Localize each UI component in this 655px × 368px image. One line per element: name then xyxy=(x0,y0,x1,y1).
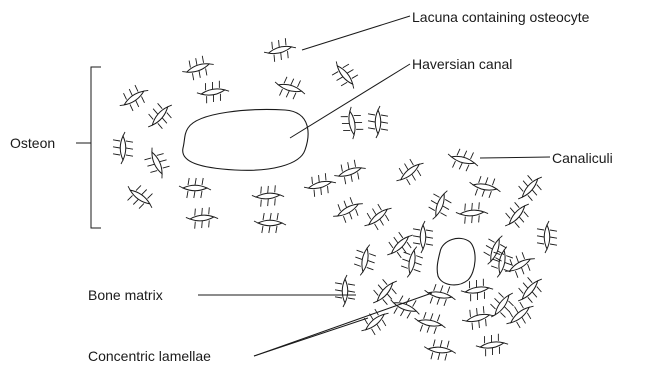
lacuna-osteocyte-3 xyxy=(115,81,153,116)
lacuna-osteocyte-45 xyxy=(460,304,496,332)
lacuna-osteocyte-30 xyxy=(537,221,557,253)
lacuna-osteocyte-25 xyxy=(455,202,489,225)
lacuna-osteocyte-35 xyxy=(501,248,539,281)
label-bone-matrix: Bone matrix xyxy=(88,287,163,303)
leader-canaliculi xyxy=(480,157,550,158)
lacuna-osteocyte-8 xyxy=(339,106,364,141)
lacuna-osteocyte-6 xyxy=(272,74,308,102)
lacuna-osteocyte-14 xyxy=(185,207,219,230)
lacuna-osteocyte-44 xyxy=(413,310,448,335)
lacuna-osteocyte-43 xyxy=(356,304,393,340)
lacuna-osteocyte-36 xyxy=(335,275,355,307)
lacuna-osteocyte-21 xyxy=(391,154,428,190)
lacuna-osteocyte-27 xyxy=(359,199,396,235)
osteon-bracket xyxy=(91,67,101,228)
haversian-canal-second xyxy=(437,238,475,285)
lacuna-osteocyte-7 xyxy=(327,56,363,93)
lacuna-osteocyte-10 xyxy=(113,132,133,164)
lacuna-osteocyte-17 xyxy=(302,171,338,199)
lacuna-osteocyte-13 xyxy=(179,178,211,198)
lacuna-osteocyte-24 xyxy=(425,187,455,224)
lacuna-osteocyte-9 xyxy=(368,106,388,138)
leader-lacuna xyxy=(302,16,410,50)
lacuna-osteocyte-19 xyxy=(329,193,367,226)
lacuna-osteocyte-11 xyxy=(141,144,173,181)
lacuna-osteocyte-48 xyxy=(475,332,510,357)
lacuna-osteocyte-2 xyxy=(180,53,217,83)
lacuna-osteocyte-5 xyxy=(196,79,231,104)
lacuna-osteocyte-26 xyxy=(499,196,535,233)
leader-lamellae-2 xyxy=(254,293,432,356)
lacuna-osteocyte-12 xyxy=(121,180,159,215)
label-canaliculi: Canaliculi xyxy=(552,150,613,166)
lacuna-osteocyte-29 xyxy=(382,227,419,264)
lacuna-osteocyte-1 xyxy=(262,36,298,64)
lacuna-osteocyte-42 xyxy=(485,286,520,324)
lacuna-osteocyte-15 xyxy=(251,185,285,208)
lacuna-osteocyte-20 xyxy=(445,146,481,174)
lacuna-osteocyte-22 xyxy=(468,174,503,199)
lacuna-osteocyte-33 xyxy=(399,245,424,280)
lacuna-osteocyte-18 xyxy=(332,157,369,187)
lacuna-osteocyte-47 xyxy=(423,339,457,362)
label-concentric-lamellae: Concentric lamellae xyxy=(88,348,211,364)
label-haversian-canal: Haversian canal xyxy=(412,56,512,72)
label-lacuna: Lacuna containing osteocyte xyxy=(412,9,589,25)
lacunae-group xyxy=(113,36,557,361)
label-osteon: Osteon xyxy=(10,135,55,151)
lacuna-osteocyte-32 xyxy=(352,243,377,278)
lacuna-osteocyte-39 xyxy=(460,277,495,302)
lacuna-osteocyte-4 xyxy=(142,97,178,134)
haversian-canal-main xyxy=(183,110,308,171)
lacuna-osteocyte-23 xyxy=(512,169,548,206)
lacuna-osteocyte-16 xyxy=(254,213,286,233)
